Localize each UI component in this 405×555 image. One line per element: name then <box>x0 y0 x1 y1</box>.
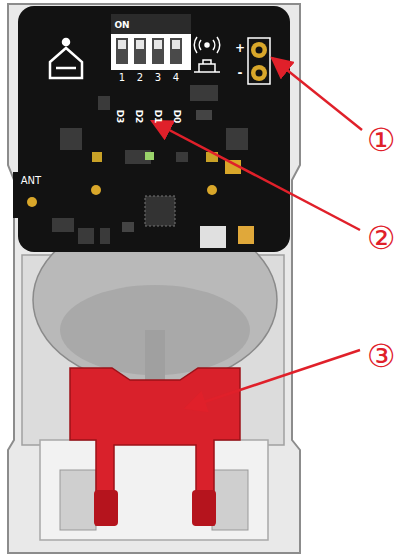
smd-components <box>92 152 102 162</box>
motor-disc <box>145 330 165 380</box>
red-clip <box>70 368 240 525</box>
smd-components <box>238 226 254 244</box>
pcb-board <box>13 172 51 218</box>
smd-components <box>78 228 94 244</box>
wireless-button <box>199 40 215 50</box>
smd-components <box>196 110 212 120</box>
smd-components <box>60 128 82 150</box>
leader-arrow <box>186 350 360 408</box>
smd-components <box>176 152 188 162</box>
red-clip <box>70 368 240 526</box>
smd-components <box>145 196 175 226</box>
power-pins <box>251 65 267 81</box>
dip-switch <box>111 14 191 70</box>
housing <box>40 440 268 540</box>
dip-switch <box>152 38 164 64</box>
wireless-button <box>203 60 211 64</box>
dip-switch <box>170 38 182 64</box>
robot-logo <box>50 48 82 78</box>
dip-switch <box>118 40 126 49</box>
power-pins <box>251 42 267 58</box>
housing <box>8 4 300 553</box>
smd-components <box>122 222 134 232</box>
switch-number: 1 <box>119 73 125 83</box>
led-label: D2 <box>134 109 143 123</box>
led-label: D0 <box>172 109 181 123</box>
callout-number: ③ <box>367 340 396 372</box>
housing <box>8 4 300 553</box>
leader-arrow <box>152 58 362 408</box>
dip-switch <box>111 14 191 70</box>
wireless-button <box>194 37 220 53</box>
leader-arrow <box>152 121 360 230</box>
housing <box>60 470 96 530</box>
callout-number: ① <box>367 124 396 156</box>
smd-components <box>27 197 37 207</box>
smd-components <box>52 218 74 232</box>
pcb-board <box>18 6 290 252</box>
smd-components <box>145 152 154 160</box>
robot-logo <box>56 67 76 70</box>
switch-number: 4 <box>173 73 179 83</box>
robot-logo <box>63 39 69 45</box>
smd-components <box>207 185 217 195</box>
dip-switch <box>116 38 128 64</box>
smd-components <box>190 85 218 101</box>
pin-polarity: - <box>238 67 243 79</box>
smd-components <box>100 228 110 244</box>
led-label: D3 <box>115 109 124 123</box>
smd-components <box>226 128 248 150</box>
smd-components <box>91 185 101 195</box>
callout-number: ② <box>367 222 396 254</box>
dip-switch <box>136 40 144 49</box>
dip-switch <box>111 14 191 34</box>
dip-switch <box>172 40 180 49</box>
leader-arrow <box>272 58 362 130</box>
wireless-button <box>194 64 220 72</box>
switch-on-mark: ON <box>114 21 129 30</box>
led-label: D1 <box>153 109 162 123</box>
switch-number: 2 <box>137 73 143 83</box>
power-pins <box>256 47 263 54</box>
wireless-button <box>205 43 209 47</box>
pcb-board <box>13 6 290 252</box>
power-pins <box>248 38 270 84</box>
pin-polarity: + <box>235 42 245 54</box>
wireless-button <box>194 37 220 72</box>
dip-switch <box>154 40 162 49</box>
power-pins <box>256 70 263 77</box>
robot-logo <box>50 39 82 78</box>
smd-components <box>98 96 110 110</box>
power-pins <box>248 38 270 84</box>
smd-components <box>27 85 254 248</box>
dip-switch <box>134 38 146 64</box>
antenna-label: ANT <box>21 176 41 186</box>
red-clip <box>94 490 118 526</box>
red-clip <box>192 490 216 526</box>
switch-number: 3 <box>155 73 161 83</box>
smd-components <box>200 226 226 248</box>
housing <box>212 470 248 530</box>
